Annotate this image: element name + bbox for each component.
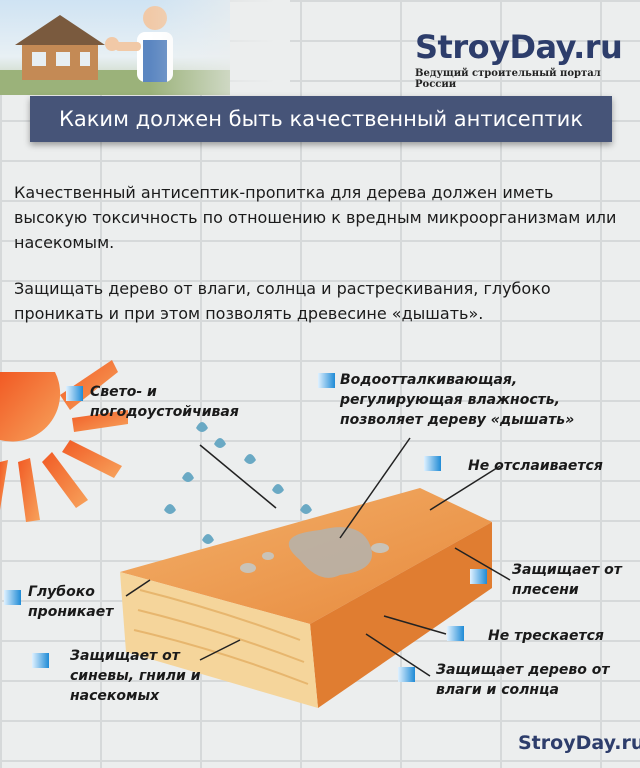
label-no-peel: Не отслаивается — [468, 458, 603, 474]
marker-weather — [66, 386, 83, 401]
marker-blue-rot — [32, 653, 49, 668]
label-deep: Глубоко проникает — [28, 584, 114, 620]
label-no-crack: Не трескается — [488, 628, 604, 644]
header-fade — [150, 0, 290, 95]
marker-no-crack — [447, 626, 464, 641]
intro-paragraph-1: Качественный антисептик-пропитка для дер… — [14, 183, 617, 252]
label-mold: Защищает от плесени — [512, 562, 622, 598]
marker-water — [318, 373, 335, 388]
rain-drops — [164, 422, 312, 544]
footer-brand[interactable]: StroyDay.ru — [518, 732, 640, 754]
label-moisture-sun: Защищает дерево от влаги и солнца — [436, 662, 610, 698]
label-blue-rot: Защищает от синевы, гнили и насекомых — [70, 648, 201, 704]
marker-mold — [470, 569, 487, 584]
marker-moisture-sun — [398, 667, 415, 682]
title-banner: Каким должен быть качественный антисепти… — [30, 96, 612, 142]
label-weather: Свето- и погодоустойчивая — [90, 384, 239, 420]
pointer-lines — [125, 437, 511, 677]
site-tagline: Ведущий строительный портал России — [415, 68, 601, 90]
label-water: Водоотталкивающая, регулирующая влажност… — [340, 372, 575, 428]
site-brand[interactable]: StroyDay.ru — [415, 28, 623, 66]
intro-paragraph-2: Защищать дерево от влаги, солнца и растр… — [14, 279, 551, 323]
wood-plank — [120, 488, 492, 708]
marker-deep — [4, 590, 21, 605]
marker-no-peel — [424, 456, 441, 471]
